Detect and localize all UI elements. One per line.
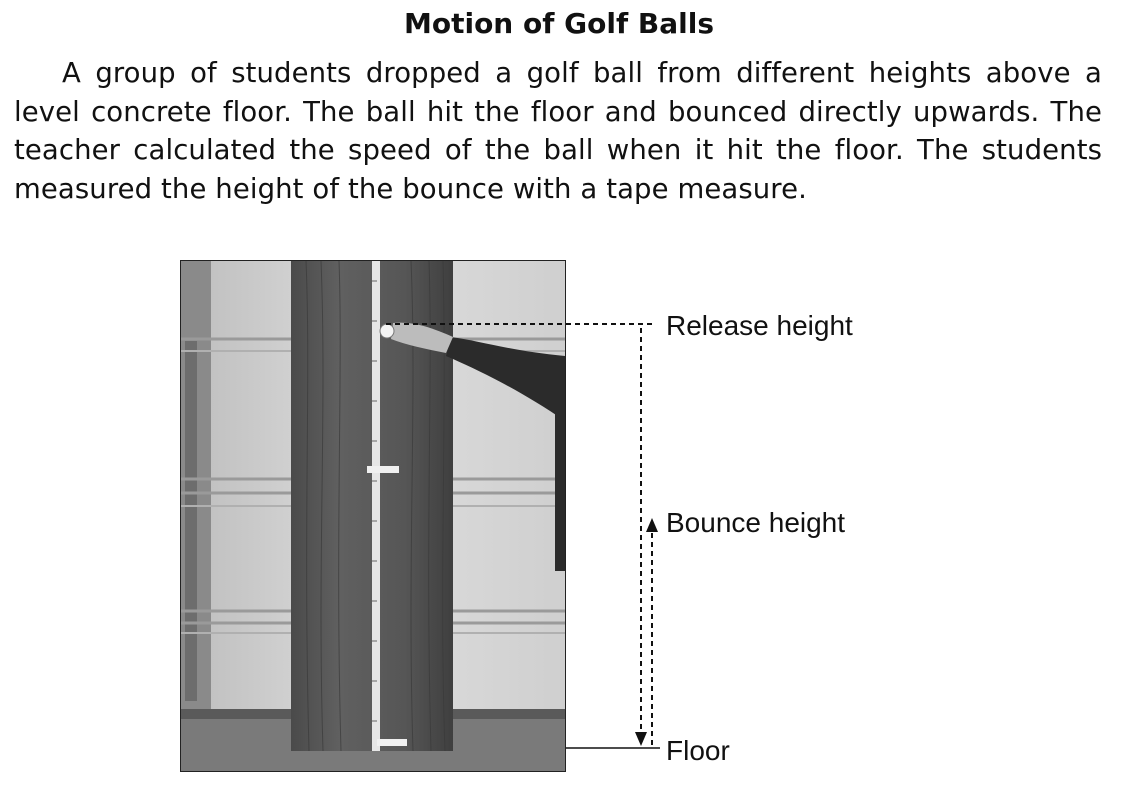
- drop-arrow-icon: [635, 732, 647, 746]
- bounce-height-label: Bounce height: [666, 507, 846, 538]
- release-height-label: Release height: [666, 310, 853, 341]
- intro-paragraph: A group of students dropped a golf ball …: [14, 57, 1102, 205]
- experiment-photo: [180, 260, 566, 772]
- bounce-arrow-icon: [646, 518, 658, 532]
- document-title: Motion of Golf Balls: [403, 7, 714, 40]
- floor-label: Floor: [666, 735, 730, 766]
